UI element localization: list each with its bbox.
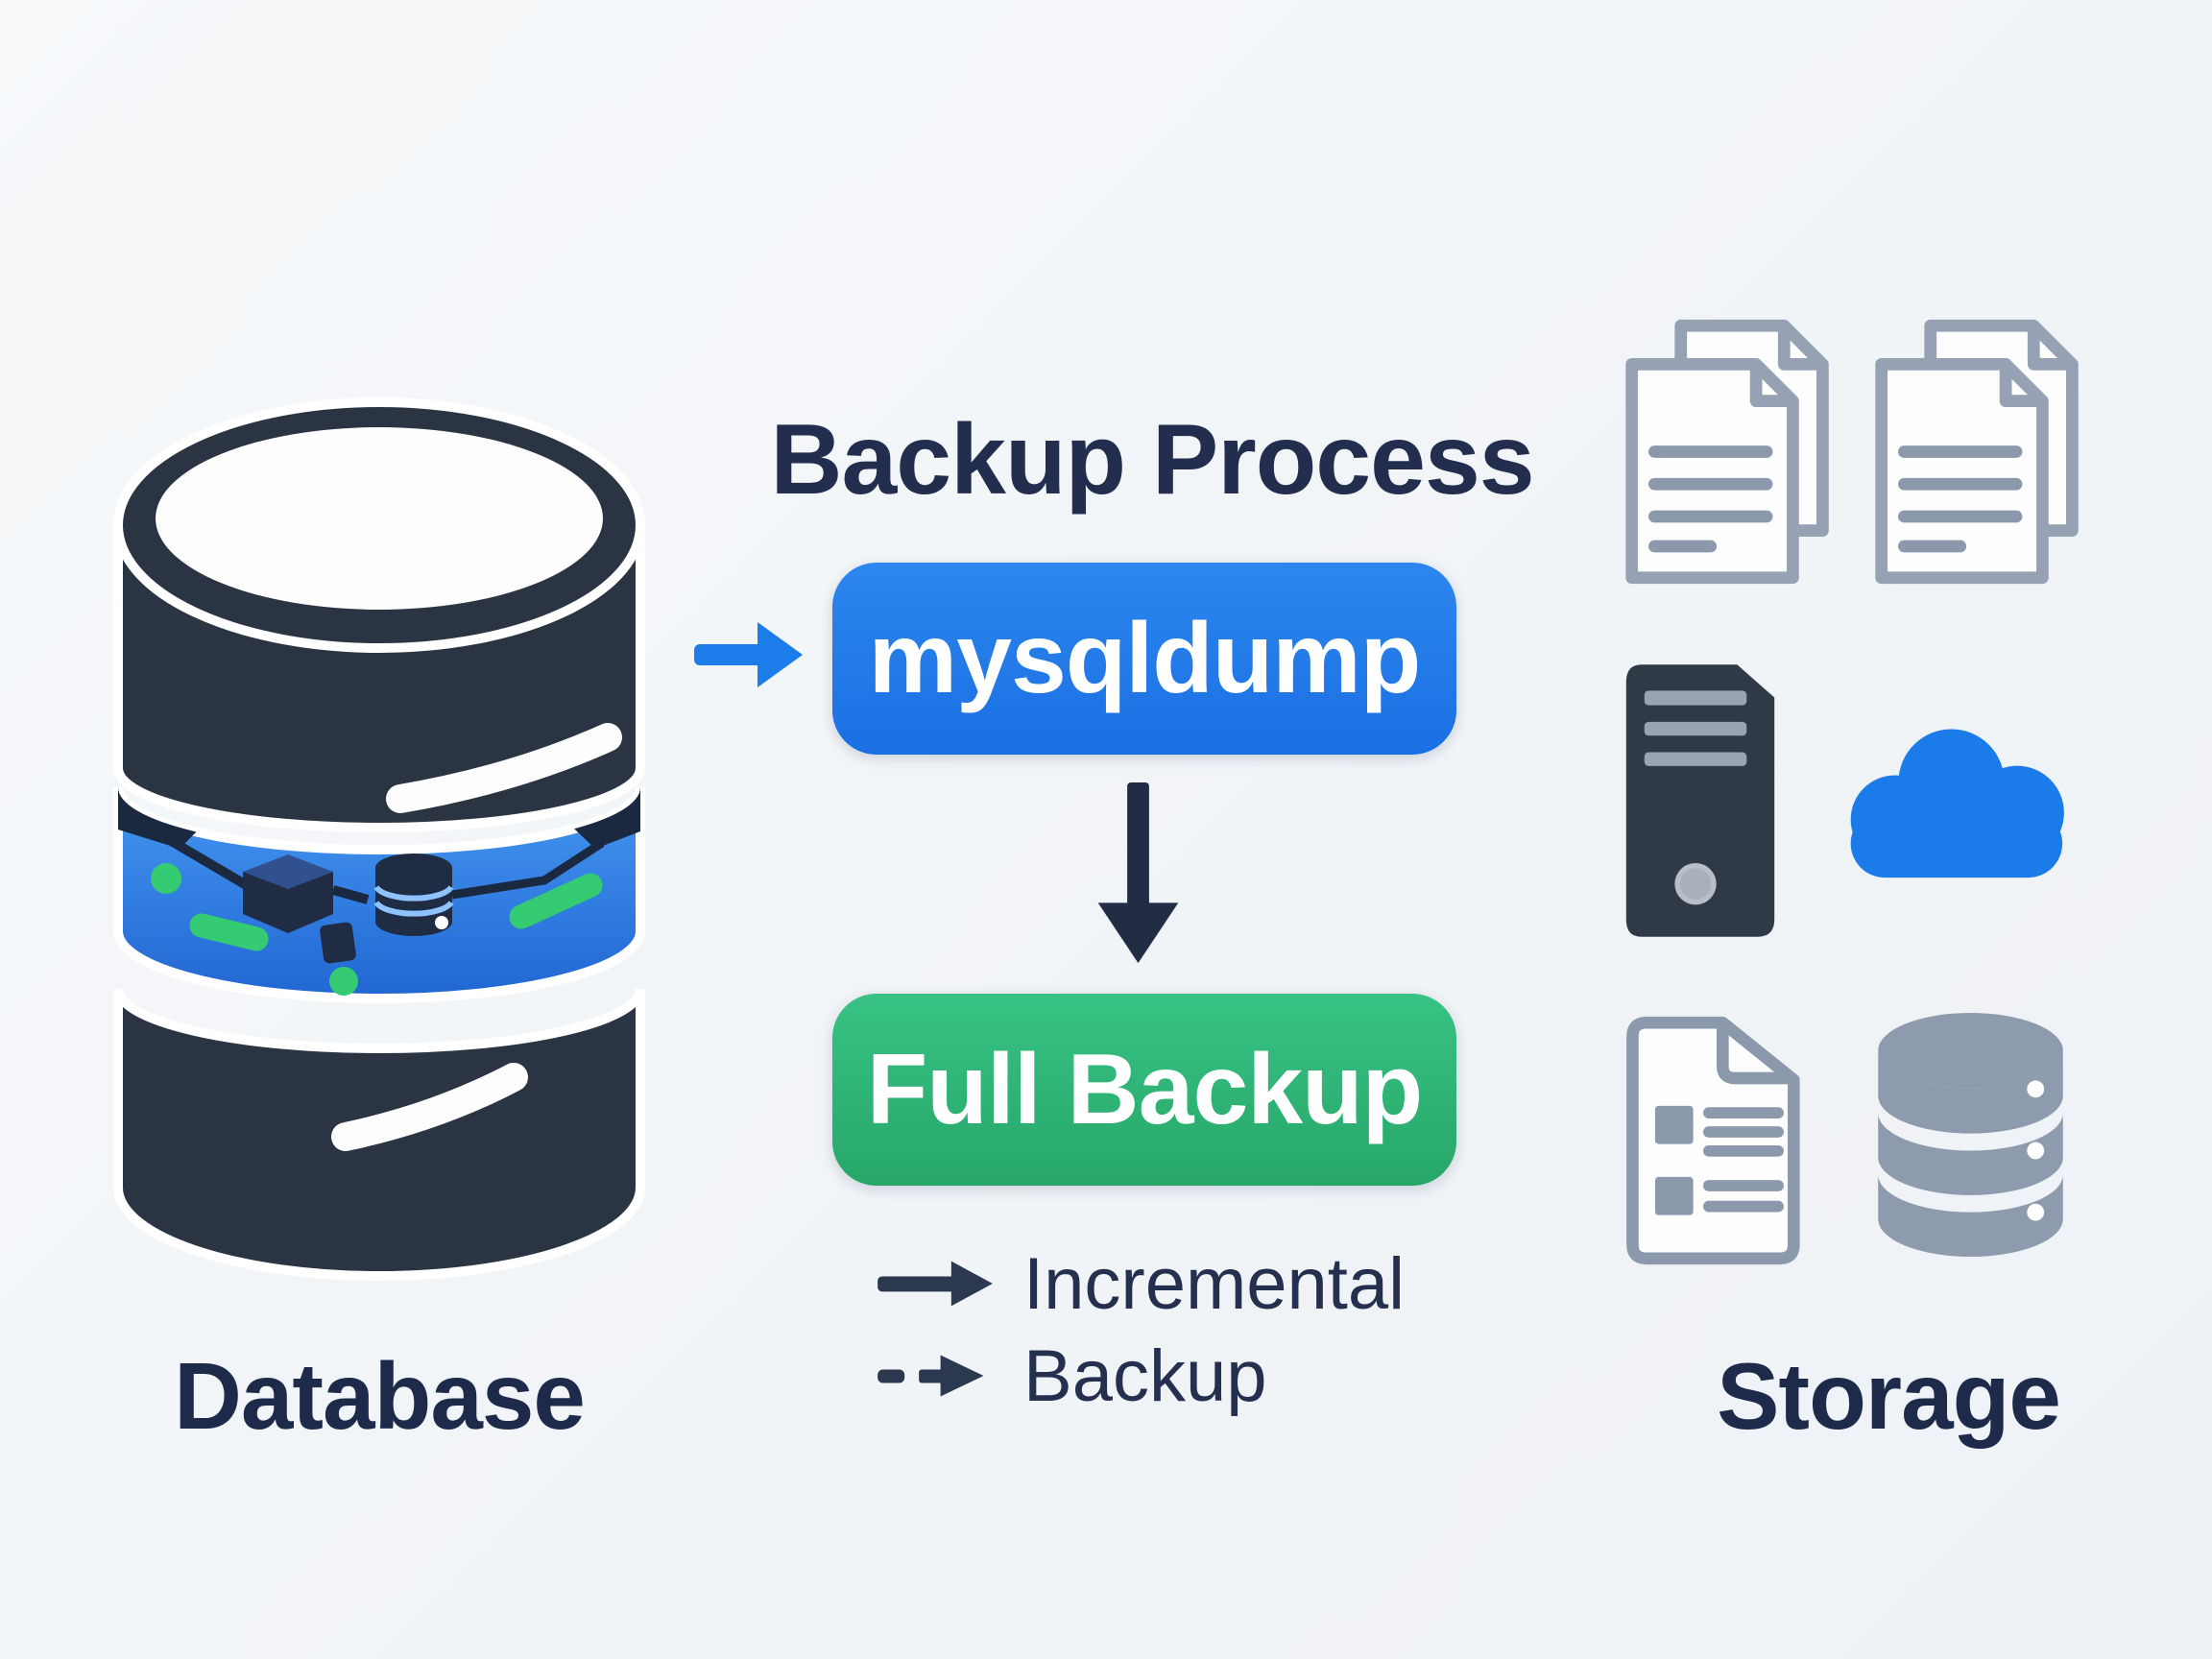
database-cylinder-icon xyxy=(113,397,645,1281)
server-tower-icon xyxy=(1625,664,1775,937)
full-backup-node: Full Backup xyxy=(832,994,1456,1186)
storage-label: Storage xyxy=(1717,1343,2061,1449)
diagram-title: Backup Process xyxy=(770,404,1534,516)
document-copy-icon xyxy=(1625,319,1829,585)
document-report-icon xyxy=(1626,1016,1800,1265)
legend-label-solid: Incremental xyxy=(1023,1242,1406,1325)
dashed-arrow-icon xyxy=(878,1355,984,1397)
down-arrow-icon xyxy=(1097,782,1179,964)
database-label: Database xyxy=(174,1343,586,1449)
solid-arrow-icon xyxy=(878,1261,993,1307)
document-copy-icon xyxy=(1875,319,2079,585)
legend-item-solid: Incremental xyxy=(874,1242,1405,1325)
legend: Incremental Backup xyxy=(874,1242,1405,1417)
mysqldump-node: mysqldump xyxy=(832,563,1456,755)
legend-label-dashed: Backup xyxy=(1023,1334,1267,1417)
cloud-icon xyxy=(1850,729,2064,878)
database-storage-icon xyxy=(1878,1012,2063,1257)
full-backup-label: Full Backup xyxy=(866,1033,1423,1145)
mysqldump-label: mysqldump xyxy=(868,602,1422,714)
legend-item-dashed: Backup xyxy=(874,1334,1405,1417)
right-arrow-icon xyxy=(694,622,803,687)
